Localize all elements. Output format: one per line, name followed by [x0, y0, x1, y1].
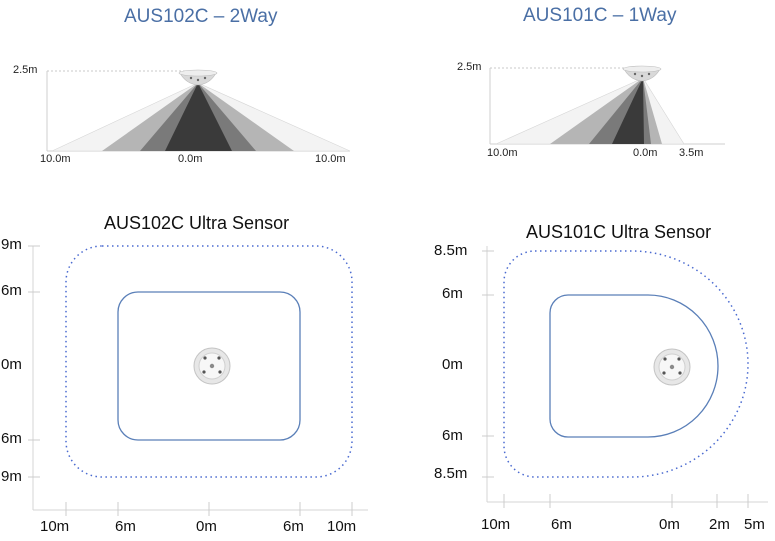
right-coverage-title: AUS101C Ultra Sensor: [526, 222, 712, 242]
right-outer-zone: [503, 250, 749, 478]
left-y-label-center: 0m: [1, 356, 22, 373]
left-side-x-right: 10.0m: [315, 153, 346, 165]
left-x-label-1: 10m: [40, 518, 70, 535]
right-side-view: [489, 65, 725, 145]
right-sensor-side-icon: [622, 65, 662, 82]
right-x-label-4: 2m: [709, 516, 730, 533]
left-side-x-center: 0.0m: [178, 153, 203, 165]
right-x-label-5: 5m: [744, 516, 765, 533]
left-y-label-bottom-outer: 9m: [1, 468, 22, 485]
left-side-view: [46, 69, 351, 152]
right-sensor-top-icon: [653, 348, 691, 386]
left-x-label-2: 6m: [115, 518, 136, 535]
right-model-title: AUS101C – 1Way: [523, 5, 677, 26]
left-side-x-left: 10.0m: [40, 153, 71, 165]
left-x-label-3: 0m: [196, 518, 217, 535]
left-model-title: AUS102C – 2Way: [124, 6, 278, 27]
left-y-label-top-inner: 6m: [1, 282, 22, 299]
left-height-label: 2.5m: [13, 64, 38, 76]
right-x-label-1: 10m: [481, 516, 511, 533]
right-y-label-center: 0m: [442, 356, 463, 373]
left-y-label-top-outer: 9m: [1, 236, 22, 253]
left-coverage-title: AUS102C Ultra Sensor: [104, 213, 290, 233]
right-inner-zone: [549, 294, 719, 438]
right-y-label-bottom-outer: 8.5m: [434, 465, 468, 482]
right-y-label-top-outer: 8.5m: [434, 242, 468, 259]
right-side-x-right: 3.5m: [679, 147, 704, 159]
left-coverage-map: [28, 245, 368, 516]
left-y-label-bottom-inner: 6m: [1, 430, 22, 447]
right-x-label-3: 0m: [659, 516, 680, 533]
left-sensor-top-icon: [193, 347, 231, 385]
left-x-label-4: 6m: [283, 518, 304, 535]
right-beam-dark: [612, 78, 644, 144]
right-height-label: 2.5m: [457, 61, 482, 73]
right-side-x-left: 10.0m: [487, 147, 518, 159]
left-sensor-side-icon: [178, 69, 218, 86]
right-y-label-bottom-inner: 6m: [442, 427, 463, 444]
left-x-label-5: 10m: [327, 518, 357, 535]
left-outer-zone: [65, 245, 353, 478]
right-y-label-top-inner: 6m: [442, 285, 463, 302]
right-side-x-center: 0.0m: [633, 147, 658, 159]
right-coverage-map: [482, 246, 768, 508]
left-inner-zone: [117, 291, 301, 441]
right-x-label-2: 6m: [551, 516, 572, 533]
left-beam-dark: [165, 83, 232, 151]
